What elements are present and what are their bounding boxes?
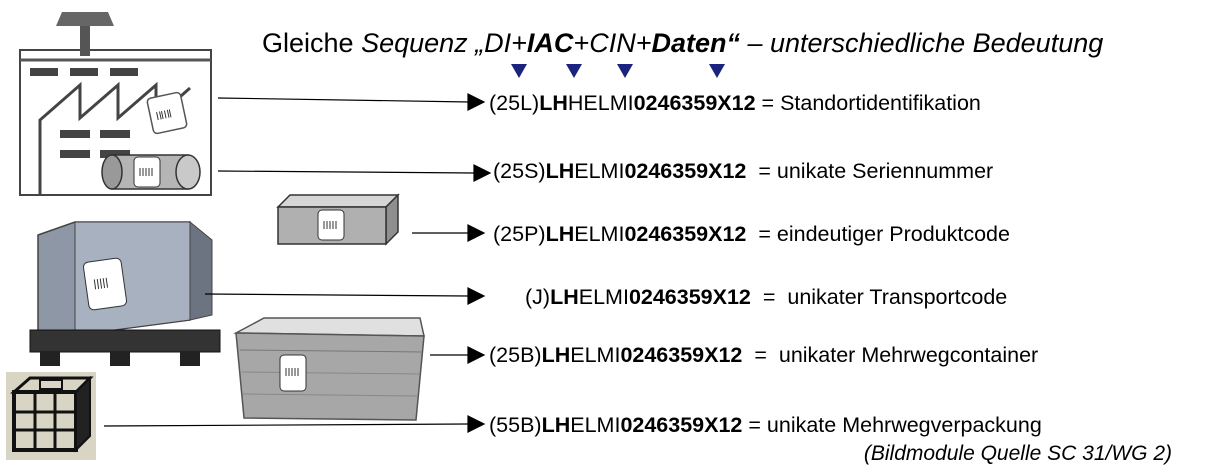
connector-arrow-1 xyxy=(217,93,486,111)
row-number: 0246359X12 xyxy=(628,285,751,309)
row-number: 0246359X12 xyxy=(633,91,756,115)
connector-arrow-3 xyxy=(412,224,486,242)
row-number: 0246359X12 xyxy=(624,222,747,246)
row-produktcode: (25P)LHELMI0246359X12 = eindeutiger Prod… xyxy=(493,221,1010,247)
row-lh: LH xyxy=(545,159,575,183)
black-crate-icon xyxy=(6,372,96,460)
connector-arrow-5 xyxy=(430,346,486,364)
row-prefix: (J) xyxy=(525,285,551,309)
row-description: = unikater Transportcode xyxy=(750,285,1008,309)
row-standort: (25L)LHHELMI0246359X12 = Standortidentif… xyxy=(489,90,981,116)
row-mid: ELMI xyxy=(570,413,621,437)
row-description: = unikate Seriennummer xyxy=(746,159,994,183)
row-description: = unikater Mehrwegcontainer xyxy=(742,343,1039,367)
row-description: = unikate Mehrwegverpackung xyxy=(742,413,1042,437)
row-lh: LH xyxy=(541,343,571,367)
row-mid: ELMI xyxy=(574,159,625,183)
cylinder-icon xyxy=(101,154,201,190)
row-prefix: (25B) xyxy=(489,343,542,367)
headline-part-5: Daten xyxy=(651,28,727,58)
row-lh: LH xyxy=(541,413,571,437)
row-number: 0246359X12 xyxy=(624,159,747,183)
connector-arrow-4 xyxy=(204,287,486,305)
row-mid: ELMI xyxy=(574,222,625,246)
row-lh: LH xyxy=(545,222,575,246)
foldable-container-icon xyxy=(29,220,221,366)
headline-part-1: Gleiche xyxy=(262,28,362,58)
row-number: 0246359X12 xyxy=(620,413,743,437)
row-mid: ELMI xyxy=(578,285,629,309)
marker-triangle-cin xyxy=(617,64,633,78)
row-description: = Standortidentifikation xyxy=(755,91,981,115)
row-transportcode: (J)LHELMI0246359X12 = unikater Transport… xyxy=(525,284,1007,310)
plastic-crate-icon xyxy=(233,317,425,421)
marker-triangle-di xyxy=(511,64,527,78)
headline-part-2: Sequenz „DI+ xyxy=(361,28,527,58)
headline-part-6: “ xyxy=(726,28,740,58)
headline-part-7: – unterschiedliche Bedeutung xyxy=(739,28,1104,58)
headline-part-3: IAC xyxy=(526,28,574,58)
marker-triangle-iac xyxy=(566,64,582,78)
row-lh: LH xyxy=(539,91,568,115)
row-prefix: (25P) xyxy=(493,222,546,246)
headline-part-4: +CIN+ xyxy=(573,28,652,58)
row-prefix: (25L) xyxy=(489,91,540,115)
row-mid: ELMI xyxy=(570,343,621,367)
connector-arrow-6 xyxy=(103,415,486,433)
row-prefix: (55B) xyxy=(489,413,542,437)
connector-arrow-2 xyxy=(217,164,492,182)
row-seriennummer: (25S)LHELMI0246359X12 = unikate Seriennu… xyxy=(493,158,993,184)
row-mid: HELMI xyxy=(567,91,634,115)
row-lh: LH xyxy=(550,285,579,309)
row-number: 0246359X12 xyxy=(620,343,743,367)
marker-triangle-data xyxy=(709,64,725,78)
row-description: = eindeutiger Produktcode xyxy=(746,222,1010,246)
headline: Gleiche Sequenz „DI+IAC+CIN+Daten“ – unt… xyxy=(262,28,1103,59)
row-mehrwegcontainer: (25B)LHELMI0246359X12 = unikater Mehrweg… xyxy=(489,342,1038,368)
row-prefix: (25S) xyxy=(493,159,546,183)
box-icon xyxy=(276,193,400,246)
source-note: (Bildmodule Quelle SC 31/WG 2) xyxy=(863,442,1172,465)
row-mehrwegverpackung: (55B)LHELMI0246359X12 = unikate Mehrwegv… xyxy=(489,412,1042,438)
